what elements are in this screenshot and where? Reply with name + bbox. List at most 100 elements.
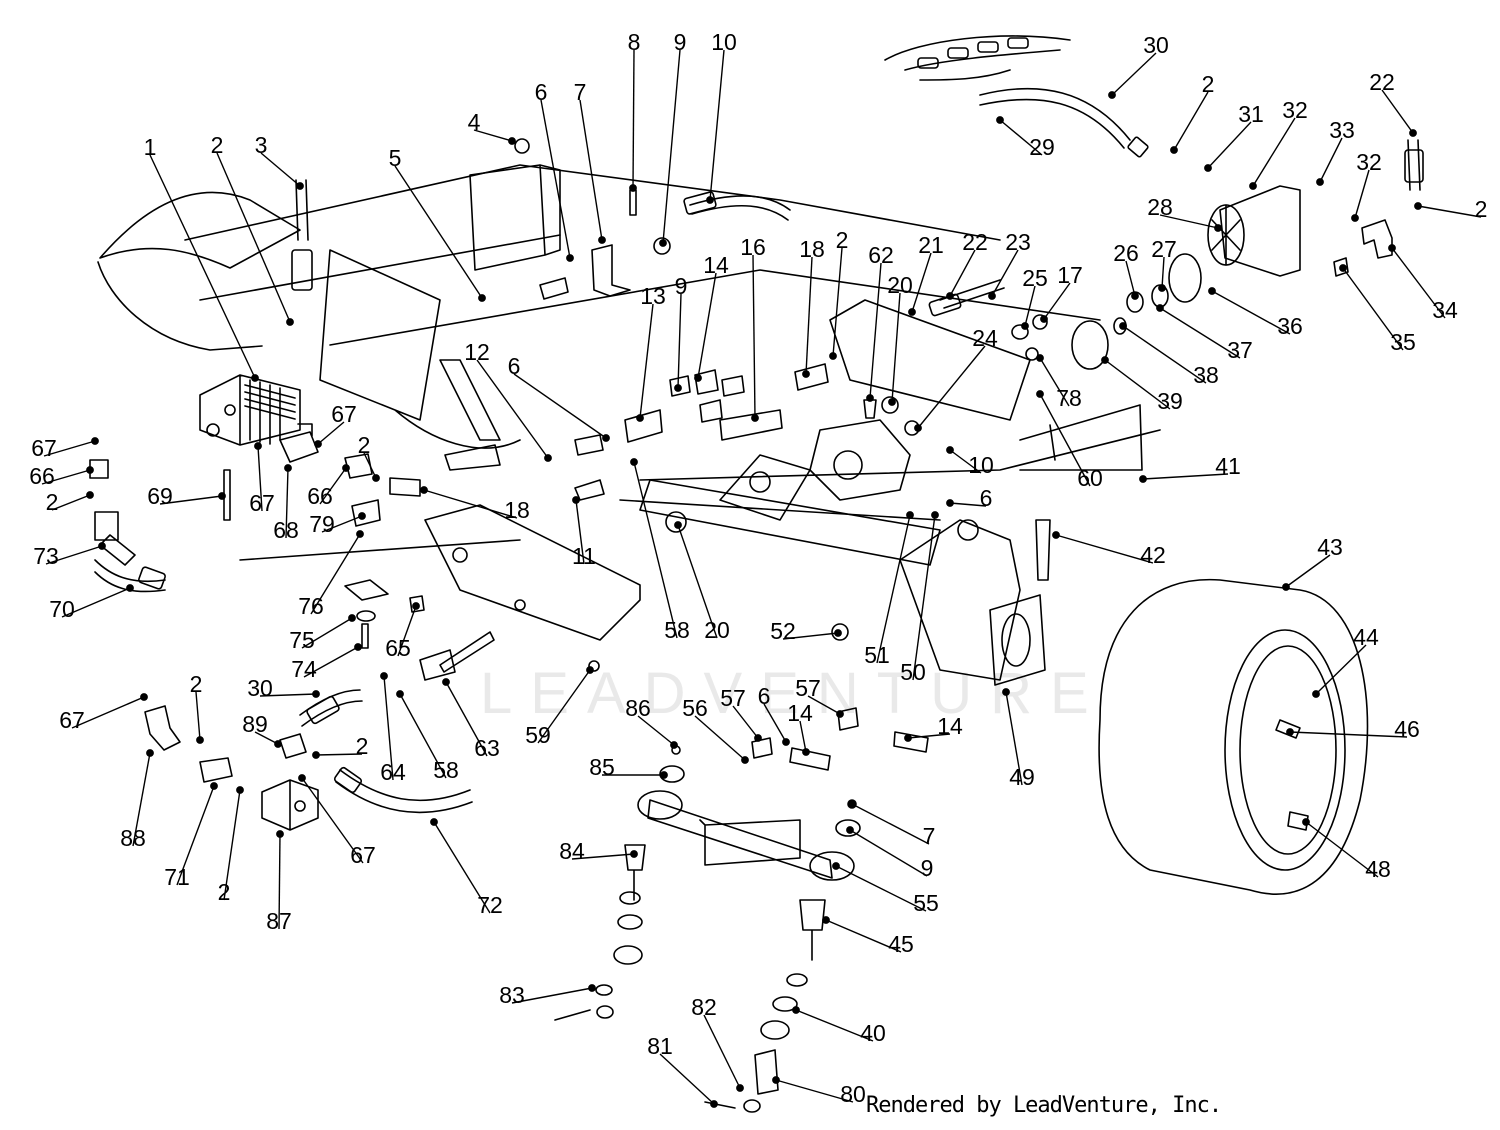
callout-number: 34 <box>1432 297 1458 323</box>
callout-number: 42 <box>1140 542 1166 568</box>
callout-number: 48 <box>1365 856 1391 882</box>
leader-line <box>216 152 291 323</box>
leader-dot <box>914 424 922 432</box>
callout-number: 66 <box>307 483 333 509</box>
leader-line <box>383 675 394 781</box>
callout-number: 20 <box>704 617 730 643</box>
leader-dot <box>342 464 350 472</box>
leader-line <box>1252 117 1296 187</box>
callout-number: 2 <box>190 671 203 697</box>
callout-number: 22 <box>1369 69 1395 95</box>
leader-dot <box>996 116 1004 124</box>
callout-number: 11 <box>572 543 596 569</box>
leader-line <box>1315 644 1367 695</box>
callout-number: 10 <box>968 452 994 478</box>
leader-dot <box>736 1084 744 1092</box>
leader-dot <box>276 830 284 838</box>
leader-line <box>41 469 91 485</box>
callout-number: 67 <box>59 707 85 733</box>
leader-line <box>433 821 491 914</box>
leader-lines <box>41 49 1482 1108</box>
valve-port <box>294 800 306 812</box>
cotter-pin-81 <box>704 1101 736 1109</box>
callout-number: 43 <box>1317 534 1343 560</box>
leader-line <box>807 695 841 715</box>
callout-number: 2 <box>836 227 849 253</box>
leader-dot <box>572 496 580 504</box>
leader-line <box>991 249 1019 297</box>
leader-line <box>540 99 571 259</box>
valve-port <box>206 423 220 437</box>
leader-dot <box>846 826 854 834</box>
leader-line <box>1417 205 1482 218</box>
leader-dot <box>412 602 420 610</box>
leader-line <box>575 499 585 565</box>
leader-dot <box>274 740 282 748</box>
callout-number: 36 <box>1277 313 1303 339</box>
callout-number: 14 <box>703 252 729 278</box>
callout-number: 20 <box>887 272 913 298</box>
leader-line <box>832 247 843 357</box>
callout-number: 50 <box>900 659 926 685</box>
leader-line <box>835 865 927 912</box>
leader-line <box>752 254 756 419</box>
wheel-rim-inner <box>1239 645 1337 855</box>
leader-line <box>476 359 549 459</box>
frame-crossmember <box>319 249 521 449</box>
leader-line <box>399 693 447 779</box>
footer-credit: Rendered by LeadVenture, Inc. <box>866 1093 1222 1118</box>
fender-slot <box>917 57 939 69</box>
callout-number: 33 <box>1329 117 1355 143</box>
callout-number: 7 <box>574 79 587 105</box>
block-79 <box>351 499 381 527</box>
callout-number: 81 <box>647 1033 673 1059</box>
leader-line <box>825 919 902 953</box>
leader-line <box>633 461 678 639</box>
union-18 <box>389 477 421 497</box>
leader-dot <box>1131 292 1139 300</box>
callout-number: 37 <box>1227 337 1253 363</box>
drawing-layer <box>89 35 1424 1113</box>
bearing-83 <box>619 891 641 905</box>
leader-line <box>254 731 279 745</box>
leader-line <box>1125 260 1136 297</box>
link-eye-left <box>637 790 683 820</box>
fitting-89 <box>279 733 307 759</box>
callout-number: 45 <box>888 931 914 957</box>
leader-dot <box>1040 315 1048 323</box>
right-frame-bracket <box>829 299 1031 421</box>
bolt-69 <box>223 469 231 521</box>
leader-dot <box>706 196 714 204</box>
elbow-34 <box>1361 219 1393 259</box>
callout-number: 9 <box>674 29 687 55</box>
leader-dot <box>358 512 366 520</box>
fitting <box>1127 136 1149 158</box>
leader-line <box>1285 554 1331 588</box>
leader-dot <box>630 850 638 858</box>
bracket-hole <box>452 547 468 563</box>
leader-line <box>317 421 345 445</box>
leader-dot <box>396 690 404 698</box>
callout-number: 69 <box>147 483 173 509</box>
leader-line <box>1342 267 1404 351</box>
leader-line <box>303 646 359 678</box>
callout-number: 56 <box>682 695 708 721</box>
snap-ring-9 <box>835 819 861 837</box>
leader-dot <box>931 511 939 519</box>
leader-dot <box>98 542 106 550</box>
leader-line <box>849 829 928 877</box>
nut-4 <box>514 138 530 154</box>
fender-slot <box>947 47 969 59</box>
leader-dot <box>1158 284 1166 292</box>
leader-dot <box>284 464 292 472</box>
callout-number: 67 <box>249 490 275 516</box>
callout-number: 2 <box>211 132 224 158</box>
leader-line <box>513 373 607 439</box>
callout-number: 18 <box>504 497 530 523</box>
callout-number: 18 <box>799 236 825 262</box>
callout-number: 28 <box>1147 194 1173 220</box>
leader-dot <box>140 693 148 701</box>
valve-block-87 <box>261 779 319 831</box>
callout-number: 32 <box>1282 97 1308 123</box>
axle-pivot <box>749 471 771 493</box>
